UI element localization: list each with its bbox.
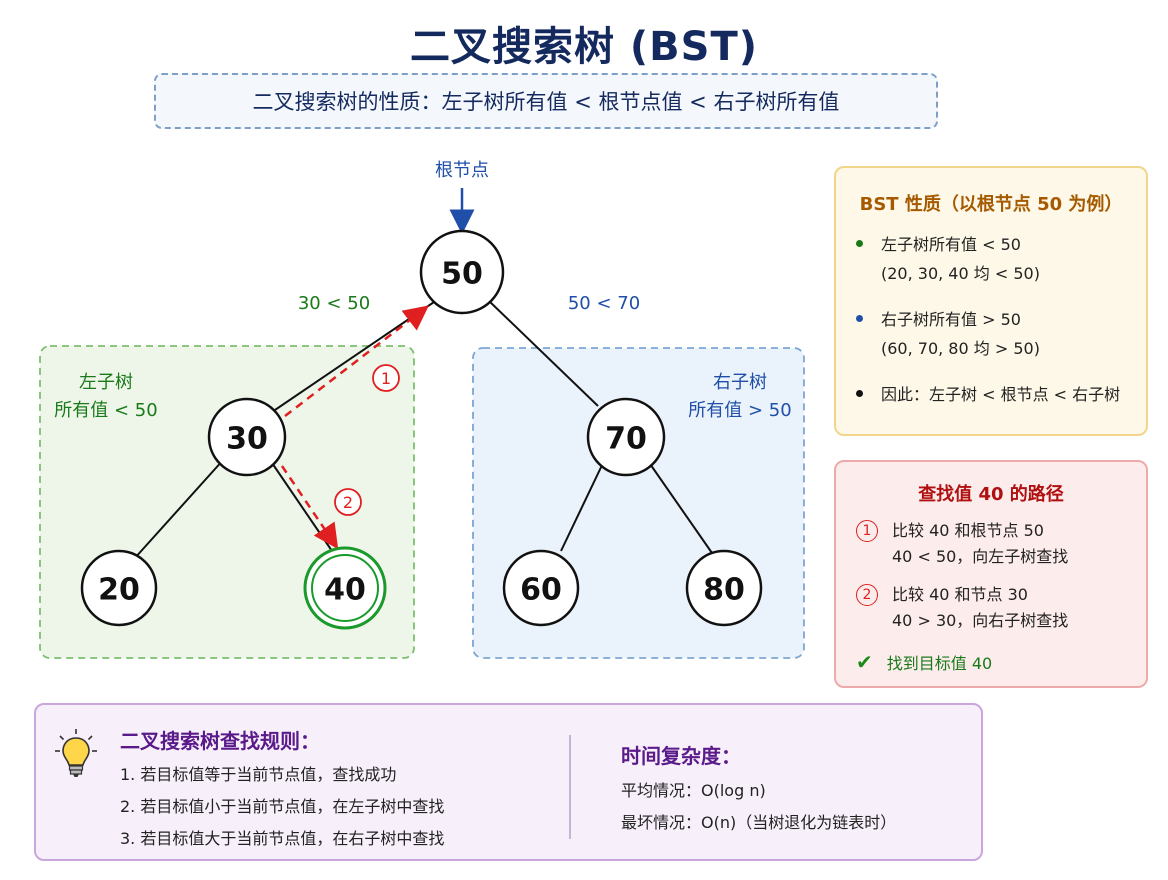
svg-text:50: 50 [441, 257, 483, 292]
node-40-target: 40 [303, 546, 387, 630]
edge-50-70 [487, 299, 599, 407]
root-label: 根节点 [435, 160, 489, 181]
left-region-label-1: 左子树 [79, 372, 133, 393]
complexity-title: 时间复杂度： [621, 744, 741, 768]
complexity-worst: 最坏情况：O(n)（当树退化为链表时） [621, 813, 897, 832]
rule-line-3: 3. 若目标值大于当前节点值，在右子树中查找 [120, 829, 445, 848]
svg-text:30: 30 [226, 422, 268, 457]
svg-text:20: 20 [98, 573, 140, 608]
node-80: 80 [685, 549, 763, 627]
bullet-icon [856, 315, 863, 322]
property-item-conclusion: 因此：左子树 < 根节点 < 右子树 [856, 380, 1120, 409]
step-marker-1-circle [372, 364, 400, 392]
property-item-right: 右子树所有值 > 50 (60, 70, 80 均 > 50) [856, 305, 1040, 363]
complexity-average: 平均情况：O(log n) [621, 781, 766, 800]
node-50: 50 [419, 229, 505, 315]
left-region-label-2: 所有值 < 50 [54, 400, 157, 421]
svg-text:60: 60 [520, 573, 562, 608]
bullet-icon [856, 390, 863, 397]
left-compare-label: 30 < 50 [298, 293, 370, 314]
edge-70-60 [560, 460, 605, 552]
edge-70-80 [647, 460, 713, 554]
svg-text:80: 80 [703, 573, 745, 608]
edge-30-20 [133, 458, 225, 560]
right-compare-label: 50 < 70 [568, 293, 640, 314]
panel-divider [569, 735, 571, 839]
search-arrow-step-2 [280, 465, 339, 550]
step-marker-2: 2 [343, 493, 353, 512]
step-marker-2-circle [334, 488, 362, 516]
right-region-label-2: 所有值 > 50 [688, 400, 791, 421]
properties-title: BST 性质（以根节点 50 为例） [859, 194, 1123, 215]
subtitle-text: 二叉搜索树的性质：左子树所有值 < 根节点值 < 右子树所有值 [252, 90, 840, 114]
bullet-icon [856, 240, 863, 247]
right-region-label-1: 右子树 [713, 372, 767, 393]
lightbulb-icon [55, 729, 97, 777]
node-20: 20 [80, 549, 158, 627]
subtitle-box: 二叉搜索树的性质：左子树所有值 < 根节点值 < 右子树所有值 [154, 73, 938, 129]
checkmark-icon: ✔ [856, 650, 873, 674]
bst-properties-panel: BST 性质（以根节点 50 为例） 左子树所有值 < 50 (20, 30, … [834, 166, 1148, 436]
rule-line-1: 1. 若目标值等于当前节点值，查找成功 [120, 765, 397, 784]
rule-line-2: 2. 若目标值小于当前节点值，在左子树中查找 [120, 797, 445, 816]
node-30: 30 [207, 397, 287, 477]
page-title: 二叉搜索树 (BST) [409, 24, 759, 70]
property-item-left: 左子树所有值 < 50 (20, 30, 40 均 < 50) [856, 230, 1040, 288]
step-marker-1: 1 [381, 369, 391, 388]
node-60: 60 [502, 549, 580, 627]
step-number-icon: 1 [856, 520, 878, 542]
svg-text:40: 40 [324, 573, 366, 608]
rules-title: 二叉搜索树查找规则： [120, 729, 320, 753]
svg-text:70: 70 [605, 422, 647, 457]
bst-diagram: 左子树 所有值 < 50 右子树 所有值 > 50 根节点 30 < 50 50… [39, 160, 805, 659]
step-number-icon: 2 [856, 584, 878, 606]
search-found-result: ✔找到目标值 40 [856, 650, 993, 674]
search-path-title: 查找值 40 的路径 [918, 484, 1064, 505]
node-70: 70 [586, 397, 666, 477]
search-arrow-step-1 [284, 305, 429, 417]
search-rules-panel: 二叉搜索树查找规则： 1. 若目标值等于当前节点值，查找成功 2. 若目标值小于… [34, 703, 983, 861]
